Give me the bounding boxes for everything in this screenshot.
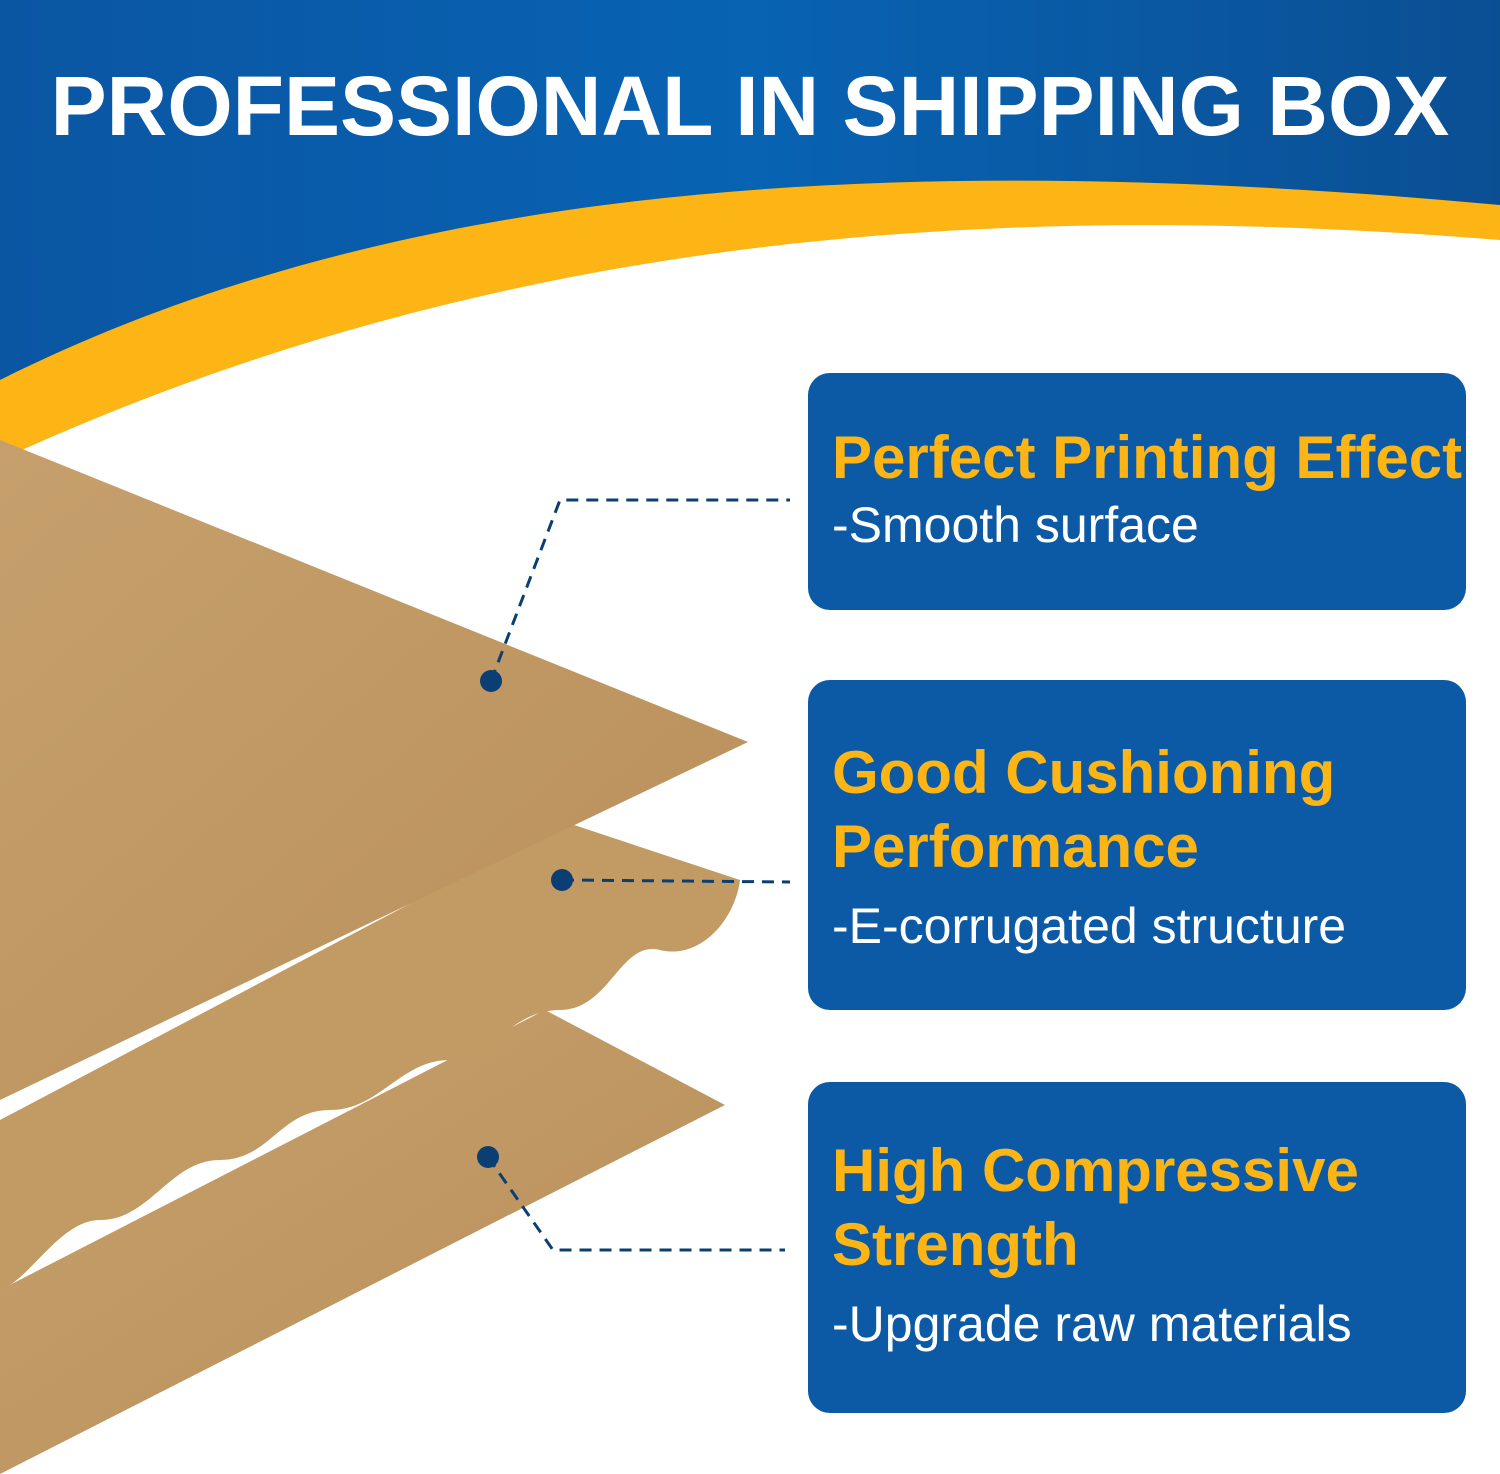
- feature-heading: Good Cushioning Performance: [832, 739, 1336, 880]
- callout-dot-2: [551, 869, 573, 891]
- feature-subtitle: -Smooth surface: [832, 497, 1199, 553]
- callout-line-1: [486, 498, 791, 1252]
- feature-heading: High Compressive Strength: [832, 1137, 1359, 1278]
- feature-card-printing: Perfect Printing Effect -Smooth surface: [808, 373, 1466, 610]
- header-gold-swoosh: [0, 180, 1500, 460]
- corrugated-medium: [0, 822, 740, 1290]
- callout-dot-3: [477, 1146, 499, 1168]
- feature-heading: Perfect Printing Effect: [832, 424, 1463, 491]
- page-title: PROFESSIONAL IN SHIPPING BOX: [50, 59, 1450, 153]
- bottom-liner-sheet: [0, 1010, 725, 1474]
- callout-dot-1: [480, 670, 502, 692]
- top-liner-sheet: [0, 440, 748, 1100]
- feature-card-strength: High Compressive Strength -Upgrade raw m…: [808, 1082, 1466, 1413]
- feature-subtitle: -E-corrugated structure: [832, 898, 1347, 954]
- feature-subtitle: -Upgrade raw materials: [832, 1296, 1352, 1352]
- feature-card-cushioning: Good Cushioning Performance -E-corrugate…: [808, 680, 1466, 1010]
